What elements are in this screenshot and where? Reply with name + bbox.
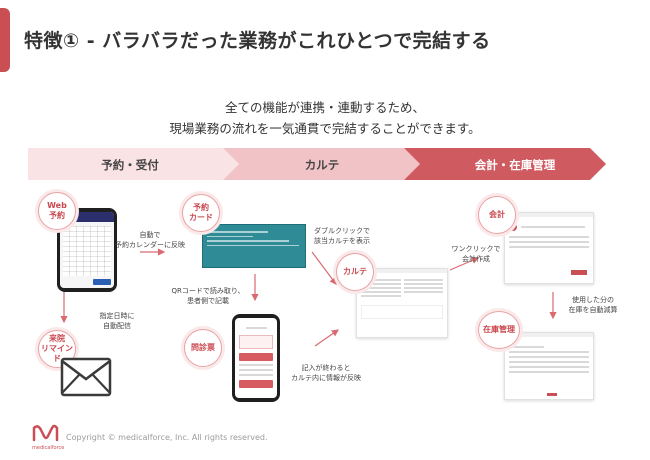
copyright-text: Copyright © medicalforce, Inc. All right… [66, 433, 268, 442]
medicalforce-logo-icon [32, 424, 59, 442]
note-reminder: 指定日時に 自動配信 [99, 312, 135, 330]
reservation-card-image [202, 224, 306, 268]
intro-line-1: 全ての機能が連携・連動するため、 [224, 100, 425, 115]
arrow-karte-to-accounting [449, 257, 480, 271]
reservation-card-badge: 予約 カード [182, 194, 220, 232]
step-1-shape [28, 148, 239, 180]
arrow-card-to-karte [311, 251, 337, 285]
arrow-questionnaire-to-karte [314, 329, 339, 347]
mail-icon [60, 357, 112, 397]
web-reservation-phone [57, 208, 117, 292]
questionnaire-phone [232, 314, 280, 402]
step-banner [28, 148, 606, 180]
logo-wordmark: medicalforce [32, 445, 65, 451]
web-reservation-badge: Web 予約 [38, 192, 76, 230]
karte-badge: カルテ [336, 253, 374, 291]
accounting-screen [504, 212, 594, 284]
intro-line-2: 現場業務の流れを一気通貫で完結することができます。 [169, 121, 481, 136]
note-double-click: ダブルクリックで 該当カルテを表示 [314, 227, 370, 245]
questionnaire-badge: 問診票 [184, 329, 222, 367]
inventory-badge: 在庫管理 [478, 311, 520, 349]
questionnaire-screen [235, 318, 277, 398]
accounting-badge: 会計 [478, 196, 516, 234]
step-1-label: 予約・受付 [101, 158, 159, 172]
note-auto-reduce: 使用した分の 在庫を自動減算 [568, 296, 618, 314]
step-2-label: カルテ [304, 158, 340, 172]
inventory-screen [504, 332, 594, 400]
step-3-shape [404, 148, 606, 180]
note-after-fill: 記入が終わると カルテ内に情報が反映 [291, 364, 361, 382]
note-qr: QRコードで読み取り、 患者側で記載 [171, 287, 245, 305]
web-reservation-screen [60, 212, 114, 288]
title-accent-bar [0, 8, 10, 72]
note-auto-reflect: 自動で 予約カレンダーに反映 [115, 231, 185, 249]
step-2-shape [223, 148, 420, 180]
page-title: 特徴① - バラバラだった業務がこれひとつで完結する [24, 30, 491, 52]
note-one-click: ワンクリックで 会計作成 [451, 245, 501, 263]
step-3-label: 会計・在庫管理 [474, 158, 556, 172]
